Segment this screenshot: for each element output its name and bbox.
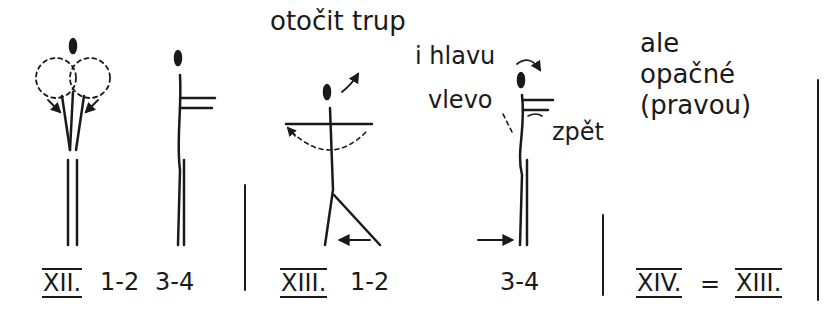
leg: [183, 160, 186, 245]
arm-circle: [70, 58, 110, 98]
exercise-number: XIV.: [636, 268, 682, 298]
turn-arrow: [517, 60, 540, 70]
separator: [244, 185, 246, 290]
annotation: vlevo: [428, 86, 493, 115]
arm: [180, 97, 215, 100]
body: [520, 95, 523, 245]
note-text: ale opačné (pravou): [640, 28, 775, 122]
separator: [817, 80, 819, 300]
annotation: =: [700, 270, 720, 299]
body: [178, 75, 180, 245]
leg: [67, 160, 70, 245]
motion-arrow: [86, 100, 98, 112]
separator: [602, 215, 604, 295]
arm-circle: [36, 58, 76, 98]
head: [518, 73, 524, 87]
motion-arrow: [478, 239, 512, 241]
head: [175, 51, 181, 65]
arm-path: [528, 114, 542, 116]
annotation: i hlavu: [415, 42, 495, 71]
annotation: 1-2: [350, 268, 389, 297]
leg: [334, 195, 380, 245]
annotation: otočit trup: [270, 6, 406, 37]
arm: [70, 92, 73, 150]
arm: [180, 107, 212, 110]
motion-arrow: [340, 239, 370, 241]
head: [70, 39, 76, 53]
motion-arrow: [288, 128, 295, 136]
arm: [523, 99, 553, 102]
arm: [76, 96, 84, 150]
motion-arrow: [48, 100, 60, 112]
leg: [76, 160, 79, 245]
arm: [523, 109, 548, 112]
exercise-number: XII.: [42, 268, 82, 298]
arm: [62, 96, 70, 150]
annotation: 3-4: [500, 268, 539, 297]
head: [324, 85, 330, 99]
annotation: 1-2: [100, 268, 139, 297]
body: [325, 108, 333, 245]
annotation: 3-4: [155, 268, 194, 297]
exercise-number: XIII.: [280, 268, 327, 298]
arm-path: [292, 132, 366, 150]
arm-path: [502, 112, 512, 132]
exercise-number: XIII.: [735, 268, 782, 298]
turn-arrow: [342, 74, 358, 92]
arm: [286, 123, 372, 126]
annotation: zpět: [552, 118, 604, 147]
leg: [526, 160, 529, 245]
